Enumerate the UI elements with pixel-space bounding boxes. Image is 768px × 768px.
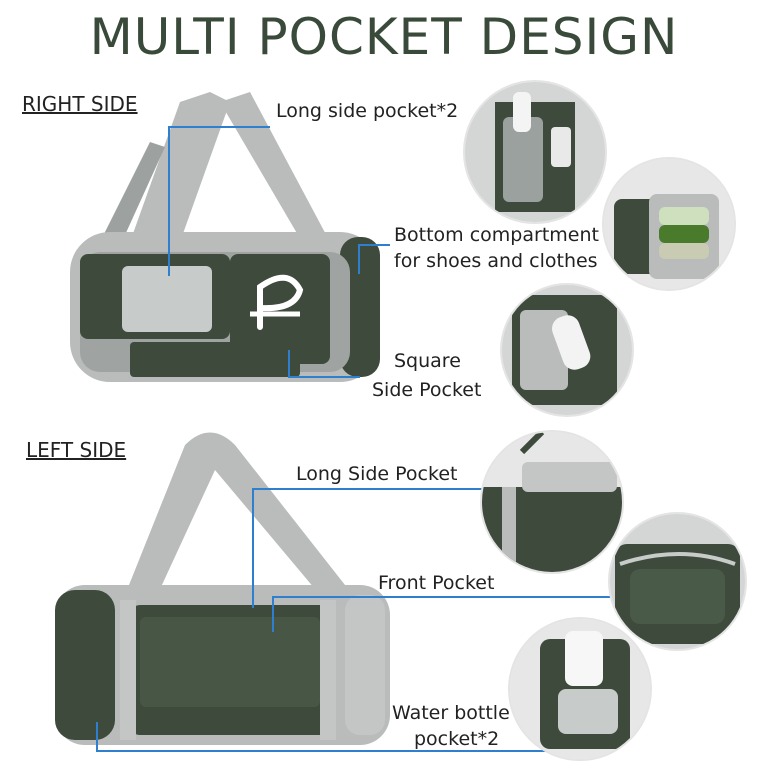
detail-square-side-pocket-photo [500, 283, 634, 417]
callout-line [96, 750, 546, 752]
label-water-bottle-line2: pocket*2 [414, 728, 500, 750]
label-long-side-pocket: Long Side Pocket [296, 463, 458, 485]
bag-left-side-illustration [55, 432, 390, 745]
section-right-side: RIGHT SIDE [22, 92, 138, 116]
page-title: MULTI POCKET DESIGN [89, 8, 679, 66]
callout-line [252, 488, 254, 608]
callout-line [288, 350, 290, 378]
label-long-side-pocket-x2: Long side pocket*2 [276, 100, 459, 122]
callout-line [358, 244, 360, 274]
label-bottom-compartment-line1: Bottom compartment [394, 224, 599, 246]
label-square-line2: Side Pocket [372, 379, 482, 401]
label-front-pocket: Front Pocket [378, 572, 495, 594]
bag-right-side-illustration [70, 92, 380, 382]
callout-line [358, 244, 390, 246]
callout-line [272, 596, 610, 598]
label-square-line1: Square [394, 350, 461, 372]
callout-line [288, 376, 360, 378]
detail-long-side-pocket-left-photo [480, 430, 624, 574]
detail-water-bottle-pocket-photo [508, 617, 652, 761]
label-water-bottle-line1: Water bottle [392, 702, 510, 724]
detail-long-side-pocket-photo [463, 80, 607, 224]
section-left-side: LEFT SIDE [26, 438, 127, 462]
callout-line [168, 126, 170, 276]
callout-line [252, 488, 482, 490]
detail-front-pocket-photo [608, 512, 747, 651]
callout-line [96, 722, 98, 752]
callout-line [168, 126, 270, 128]
callout-line [272, 596, 274, 632]
label-bottom-compartment-line2: for shoes and clothes [394, 250, 598, 272]
detail-bottom-compartment-photo [602, 157, 736, 291]
